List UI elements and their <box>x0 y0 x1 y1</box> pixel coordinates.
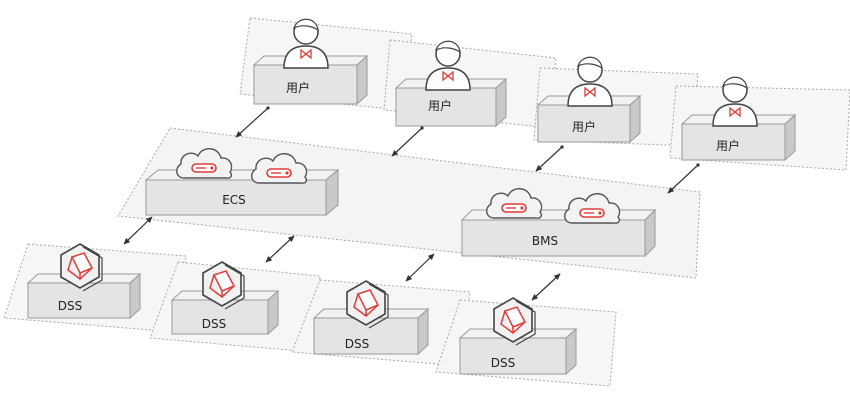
dss-label: DSS <box>491 356 515 370</box>
user-label: 用户 <box>716 138 740 153</box>
edge-bms-dss3 <box>405 253 435 282</box>
user-node-3: 用户 <box>536 56 642 144</box>
bms-label: BMS <box>532 234 558 248</box>
user-node-4: 用户 <box>680 76 797 162</box>
dss-label: DSS <box>58 299 82 313</box>
dss-label: DSS <box>345 337 369 351</box>
ecs-node: ECS <box>144 147 340 217</box>
user-node-2: 用户 <box>394 40 508 128</box>
dss-node-1: DSS <box>26 243 142 320</box>
user-label: 用户 <box>428 98 452 113</box>
dss-node-2: DSS <box>170 261 280 336</box>
user-label: 用户 <box>572 119 596 134</box>
edge-ecs-dss1 <box>123 216 153 245</box>
dss-label: DSS <box>202 317 226 331</box>
edge-user3-bms <box>535 145 564 172</box>
ecs-label: ECS <box>222 193 246 207</box>
edge-user2-ecs <box>391 126 424 157</box>
bms-node: BMS <box>460 187 657 258</box>
user-node-1: 用户 <box>252 18 369 106</box>
edge-user4-bms <box>667 163 700 194</box>
edge-user1-ecs <box>235 106 270 138</box>
edge-bms-dss4 <box>531 273 561 301</box>
edge-ecs-dss2 <box>265 235 295 263</box>
dss-node-3: DSS <box>312 280 430 356</box>
dss-node-4: DSS <box>458 297 578 376</box>
user-label: 用户 <box>286 80 310 95</box>
